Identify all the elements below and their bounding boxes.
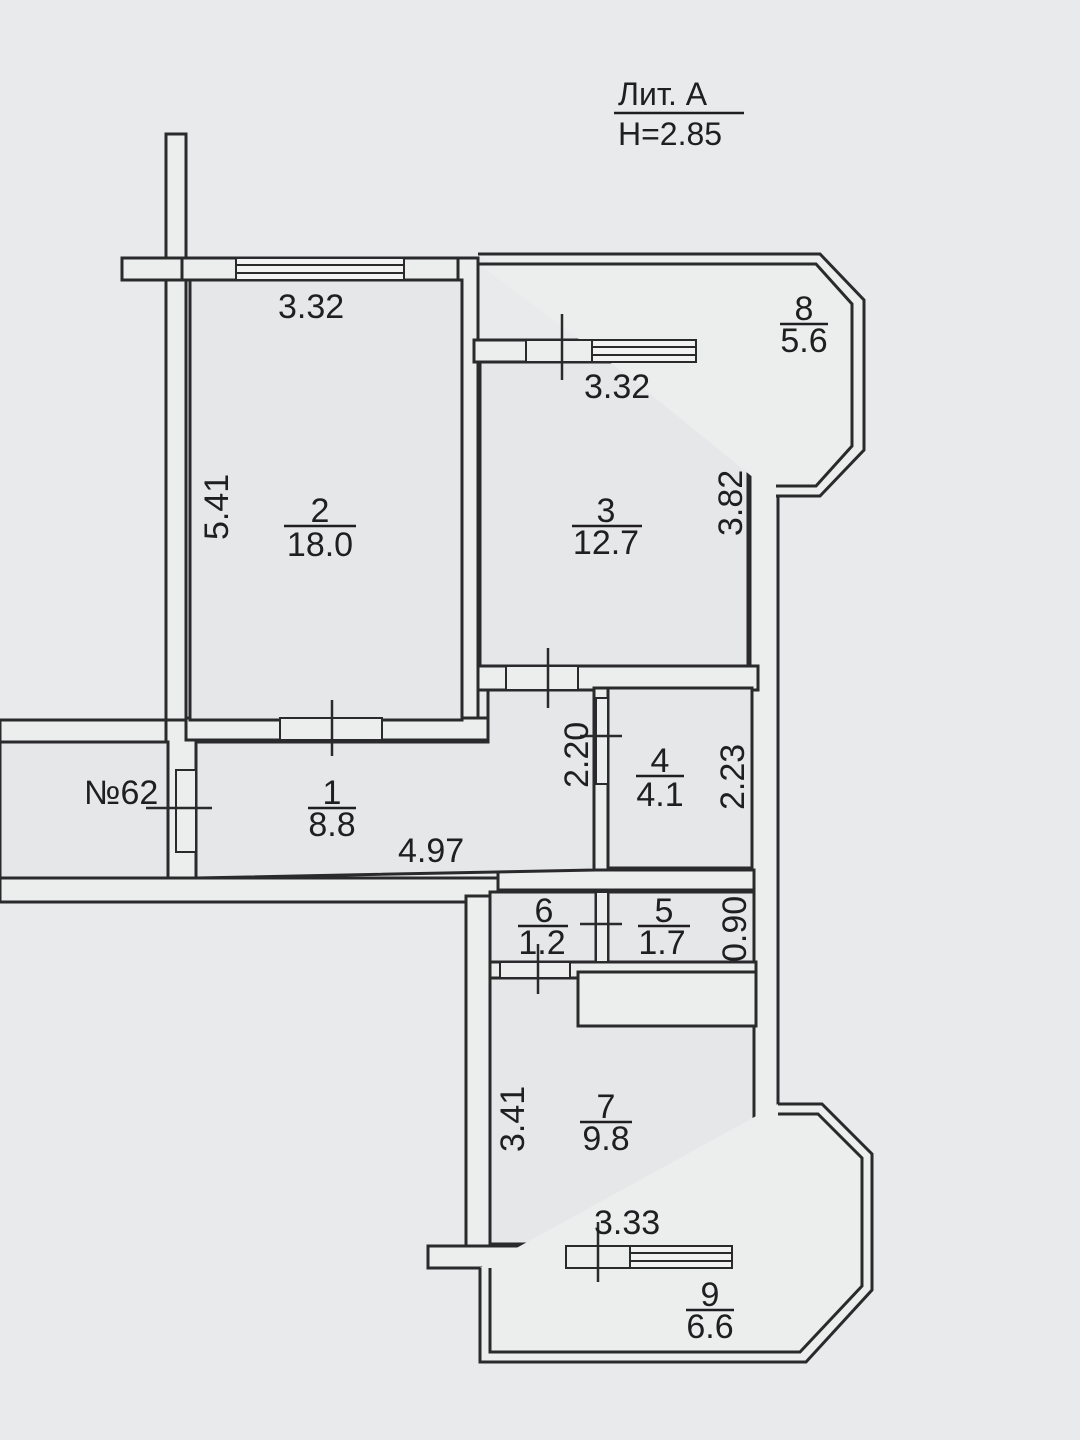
litera-label: Лит. А — [618, 76, 708, 112]
room-number: 6 — [535, 892, 554, 930]
room-area: 9.8 — [582, 1120, 629, 1158]
door-balcony-9 — [565, 1222, 631, 1282]
balconies — [478, 252, 874, 1364]
rooms — [0, 278, 756, 1246]
neighbor-area — [0, 740, 170, 880]
room-area: 8.8 — [308, 806, 355, 844]
room-label-4: 4 4.1 — [636, 742, 684, 814]
room-label-7: 7 9.8 — [580, 1088, 632, 1158]
dim-room4-depth: 2.23 — [714, 744, 752, 810]
window-room-7 — [629, 1245, 733, 1269]
door-balcony-8 — [525, 314, 593, 380]
dim-room7-depth: 3.41 — [494, 1086, 532, 1152]
neighbor-apartment-label: №62 — [84, 774, 158, 812]
room-number: 9 — [701, 1276, 720, 1314]
room-label-1: 1 8.8 — [308, 774, 356, 844]
room-area: 18.0 — [287, 526, 353, 564]
dim-corridor-length: 4.97 — [398, 832, 464, 870]
dimension-labels: 3.32 5.41 3.32 3.82 4.97 2.20 2.23 0.90 … — [198, 288, 754, 1242]
room-label-8: 8 5.6 — [780, 290, 828, 360]
window-room-3 — [591, 339, 697, 363]
room-number: 5 — [655, 892, 674, 930]
room-1 — [194, 688, 596, 880]
room-number: 3 — [597, 492, 616, 530]
dim-room3-width: 3.32 — [584, 368, 650, 406]
room-label-9: 9 6.6 — [686, 1276, 734, 1346]
door-room-3 — [505, 648, 579, 708]
room-label-5: 5 1.7 — [638, 892, 690, 962]
balcony-8-inner — [478, 262, 854, 488]
room-number: 7 — [597, 1088, 616, 1126]
window-room-2 — [235, 257, 405, 281]
dim-room3-depth: 3.82 — [712, 470, 750, 536]
door-room-4 — [580, 697, 622, 785]
room-area: 1.7 — [638, 924, 685, 962]
room-number: 4 — [651, 742, 670, 780]
room-number: 8 — [795, 290, 814, 328]
room-2 — [188, 278, 464, 722]
ceiling-height-label: Н=2.85 — [618, 116, 722, 152]
door-room-5 — [580, 891, 622, 963]
doors — [146, 314, 631, 1282]
door-room-2 — [279, 700, 383, 756]
dim-room7-width: 3.33 — [594, 1204, 660, 1242]
dim-room5-depth: 0.90 — [716, 896, 754, 962]
dim-room2-depth: 5.41 — [198, 474, 236, 540]
dim-room2-width: 3.32 — [278, 288, 344, 326]
dim-corridor-width: 2.20 — [558, 722, 596, 788]
room-area: 12.7 — [573, 524, 639, 562]
room-label-6: 6 1.2 — [518, 892, 568, 962]
room-area: 1.2 — [518, 924, 565, 962]
balcony-9-inner — [488, 1112, 864, 1354]
room-number: 2 — [311, 492, 330, 530]
room-area: 4.1 — [636, 776, 683, 814]
room-area: 5.6 — [780, 322, 827, 360]
door-room-7 — [499, 944, 571, 994]
plan-header: Лит. А Н=2.85 — [614, 76, 744, 152]
door-entrance — [146, 769, 212, 853]
windows — [235, 257, 733, 1269]
room-label-3: 3 12.7 — [572, 492, 642, 562]
room-labels: 2 18.0 3 12.7 1 8.8 4 4.1 6 1.2 5 1.7 — [284, 290, 828, 1346]
room-label-2: 2 18.0 — [284, 492, 356, 564]
room-area: 6.6 — [686, 1308, 733, 1346]
room-number: 1 — [323, 774, 342, 812]
